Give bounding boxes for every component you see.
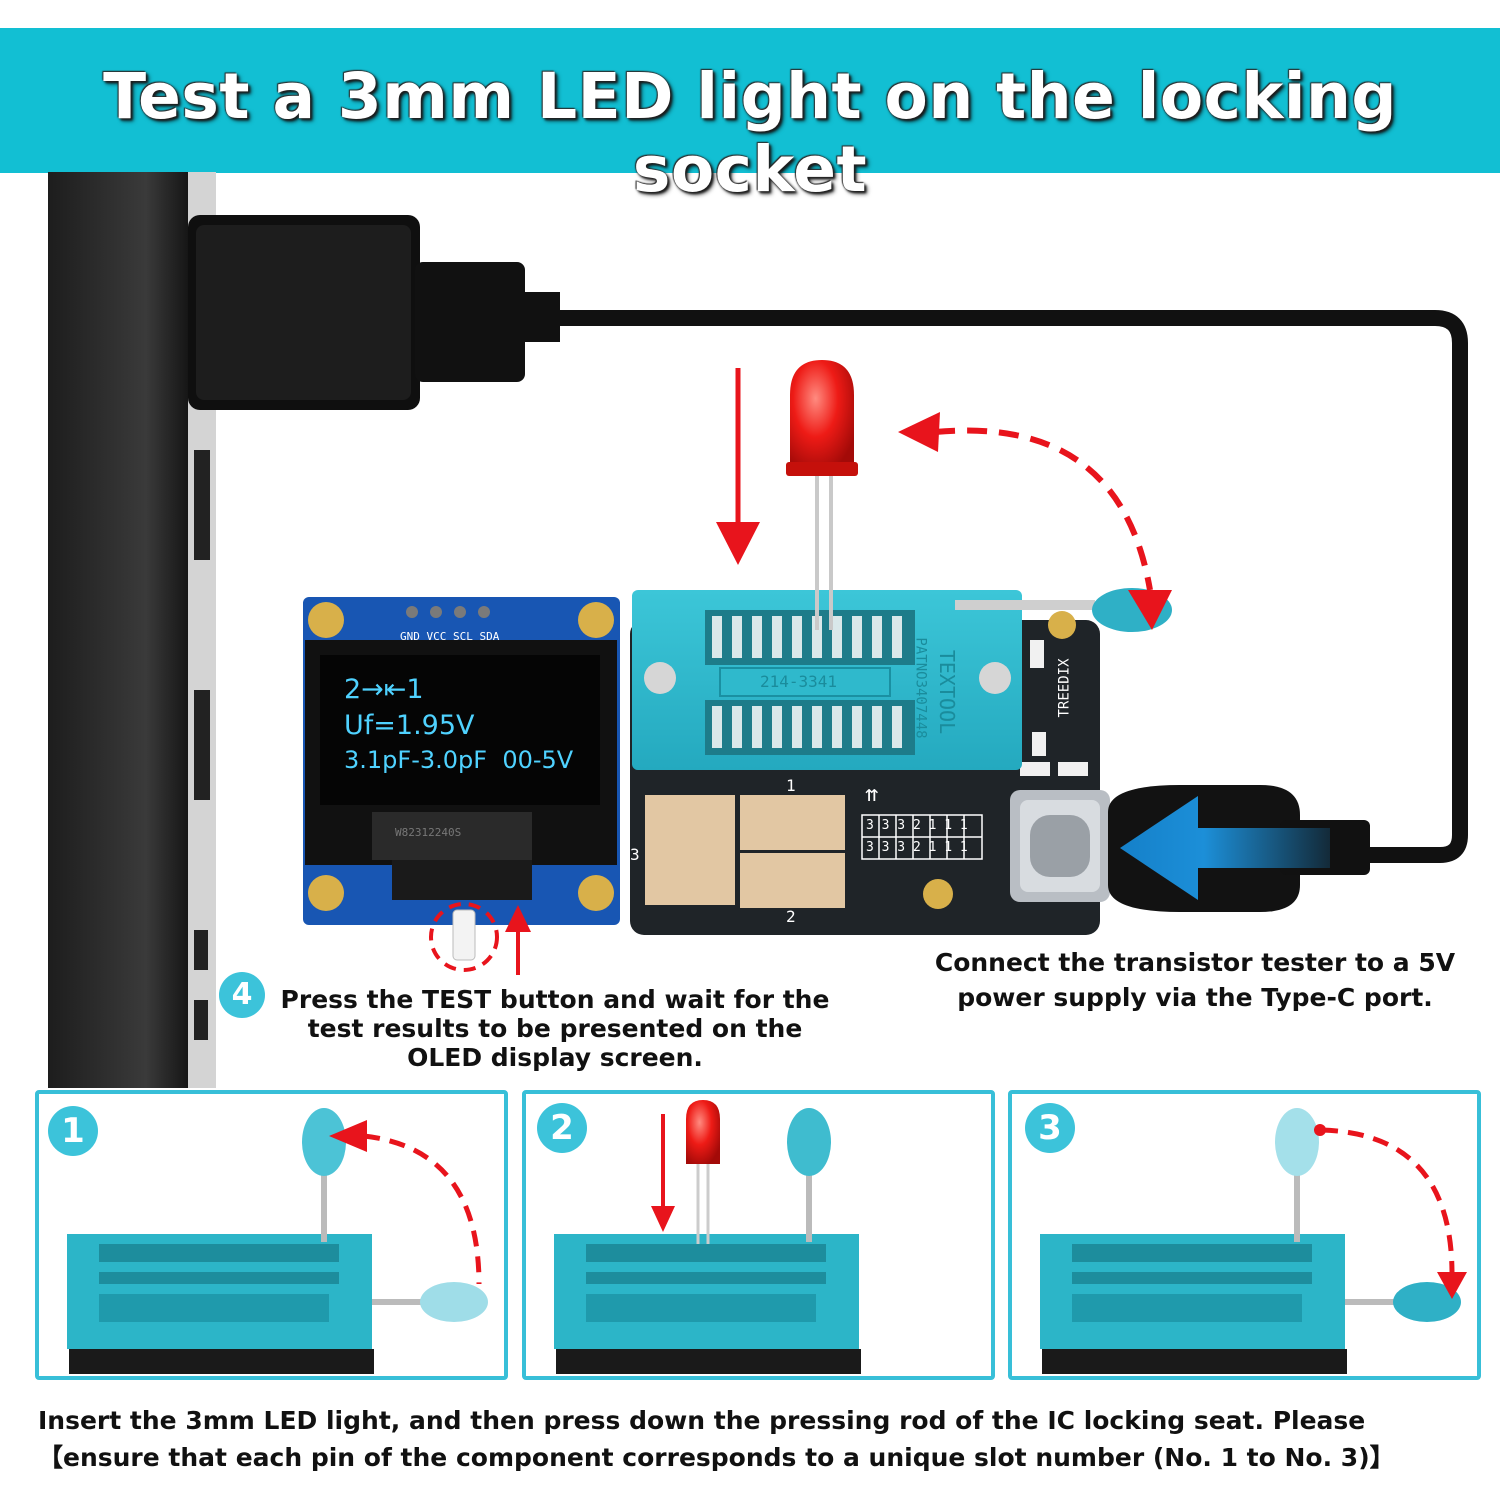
socket-brand: TEXTOOL [935, 649, 960, 735]
red-led [786, 360, 858, 630]
step-2-illustration [554, 1100, 861, 1374]
step-4-caption: Press the TEST button and wait for the t… [280, 985, 830, 1072]
oled-diode-symbol: 2→⇤1 [344, 674, 424, 705]
oled-forward-voltage: Uf=1.95V [344, 710, 475, 741]
slot-number-1: 1 [786, 776, 796, 795]
power-arrow [1120, 796, 1330, 900]
slot-grid-row-2: 3 3 3 2 1 1 1 [866, 840, 968, 855]
step-4-badge: 4 [219, 972, 265, 1018]
oled-capacitance: 3.1pF-3.0pF 00-5V [344, 746, 574, 774]
step-panel-2 [522, 1090, 995, 1380]
power-caption: Connect the transistor tester to a 5V po… [934, 948, 1456, 1012]
socket-patent: PATNO3407448 [912, 637, 929, 739]
usb-cable [188, 215, 1468, 863]
oled-module [303, 597, 620, 961]
step-1-illustration [67, 1108, 488, 1374]
step-1-badge: 1 [48, 1106, 98, 1156]
page-title: Test a 3mm LED light on the locking sock… [103, 60, 1397, 206]
socket-label: 214-3341 [760, 672, 838, 691]
slot-grid-row-1: 3 3 3 2 1 1 1 [866, 818, 968, 833]
socket-slot-teeth [712, 616, 902, 748]
slot-number-3: 3 [630, 845, 640, 864]
oled-code: W82312240S [395, 826, 462, 839]
test-button-callout [429, 902, 531, 975]
slot-number-2: 2 [786, 907, 796, 926]
step-panel-3 [1008, 1090, 1481, 1380]
step-3-illustration [1040, 1108, 1467, 1374]
slot-grid-arrows: ⇈ [865, 782, 879, 807]
slot-number-grid [861, 814, 983, 860]
footer-instructions: Insert the 3mm LED light, and then press… [38, 1406, 1395, 1472]
board-brand: TREEDIX [1056, 658, 1073, 718]
lever-arrow [898, 412, 1172, 630]
step-2-badge: 2 [537, 1103, 587, 1153]
step-panel-1 [35, 1090, 508, 1380]
module-pin-labels: GND VCC SCL SDA [400, 630, 500, 643]
title-banner [0, 28, 1500, 173]
insert-arrow [716, 368, 760, 565]
step-3-badge: 3 [1025, 1103, 1075, 1153]
